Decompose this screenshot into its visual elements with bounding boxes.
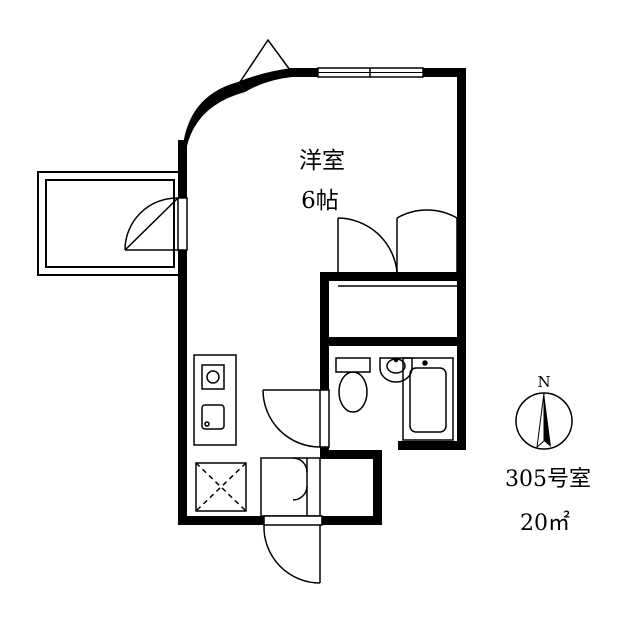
top-window (317, 67, 424, 78)
toilet (335, 357, 371, 413)
curved-wall (183, 82, 245, 146)
closet-doors (337, 209, 458, 287)
compass-arrow-icon (544, 393, 551, 447)
washbasin (379, 357, 413, 383)
balcony (37, 171, 181, 276)
shoe-cabinet (260, 457, 321, 517)
unit-area: 20㎡ (520, 510, 570, 536)
north-compass: N (515, 373, 573, 450)
bathroom-door (262, 389, 330, 448)
north-label: N (537, 373, 550, 391)
balcony-door (124, 197, 188, 251)
refrigerator-space (195, 462, 247, 512)
room-size: 6帖 (301, 188, 339, 214)
room-name: 洋室 (299, 148, 345, 174)
unit-number: 305号室 (505, 467, 591, 492)
entrance-door (263, 515, 323, 584)
kitchen-counter (193, 354, 237, 446)
balcony-door-curved (239, 38, 291, 83)
bathtub (402, 357, 454, 441)
exterior-walls (178, 68, 466, 525)
